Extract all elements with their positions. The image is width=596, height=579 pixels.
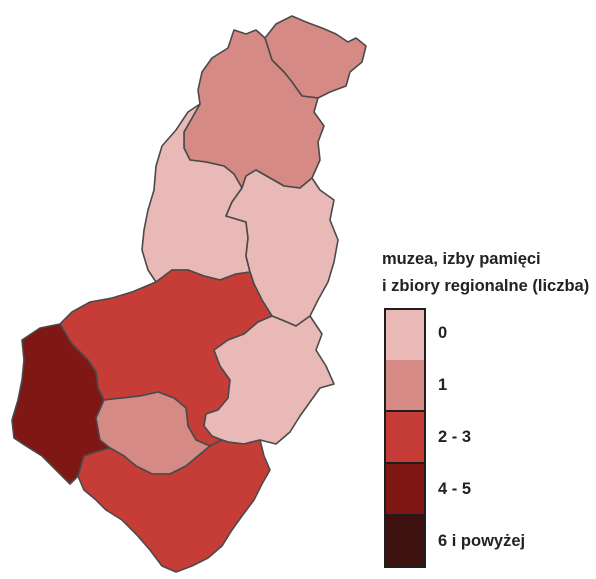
- legend-label-3: 4 - 5: [438, 480, 472, 498]
- region-upper-east-middle[interactable]: [225, 169, 339, 327]
- legend-swatch-4: [384, 516, 426, 568]
- legend-title-line2: i zbiory regionalne (liczba): [382, 277, 590, 295]
- legend-label-2: 2 - 3: [438, 428, 472, 446]
- legend-label-0: 0: [438, 324, 448, 342]
- legend-swatch-0: [384, 308, 426, 362]
- legend-title-line1: muzea, izby pamięci: [382, 250, 541, 268]
- legend-swatch-2: [384, 412, 426, 464]
- legend-label-4: 6 i powyżej: [438, 532, 526, 550]
- legend-swatch-1: [384, 360, 426, 412]
- legend-swatch-3: [384, 464, 426, 516]
- legend-label-1: 1: [438, 376, 448, 394]
- legend-title: muzea, izby pamięci i zbiory regionalne …: [382, 246, 592, 300]
- region-south[interactable]: [77, 439, 271, 573]
